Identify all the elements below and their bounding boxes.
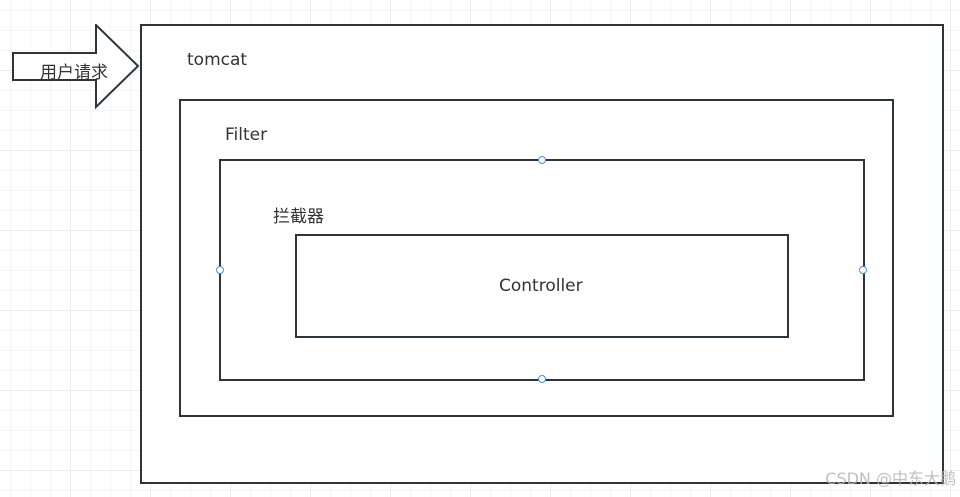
watermark: CSDN @中东大鹅 <box>825 469 956 488</box>
filter-label: Filter <box>225 125 268 145</box>
request-arrow <box>12 24 140 110</box>
resize-handle-left[interactable] <box>216 266 224 274</box>
controller-label: Controller <box>499 276 583 296</box>
request-arrow-label: 用户请求 <box>40 63 108 83</box>
tomcat-label: tomcat <box>187 50 248 70</box>
resize-handle-bottom[interactable] <box>538 375 546 383</box>
resize-handle-top[interactable] <box>538 156 546 164</box>
resize-handle-right[interactable] <box>859 266 867 274</box>
controller-box[interactable] <box>295 234 789 338</box>
interceptor-label: 拦截器 <box>273 207 324 227</box>
